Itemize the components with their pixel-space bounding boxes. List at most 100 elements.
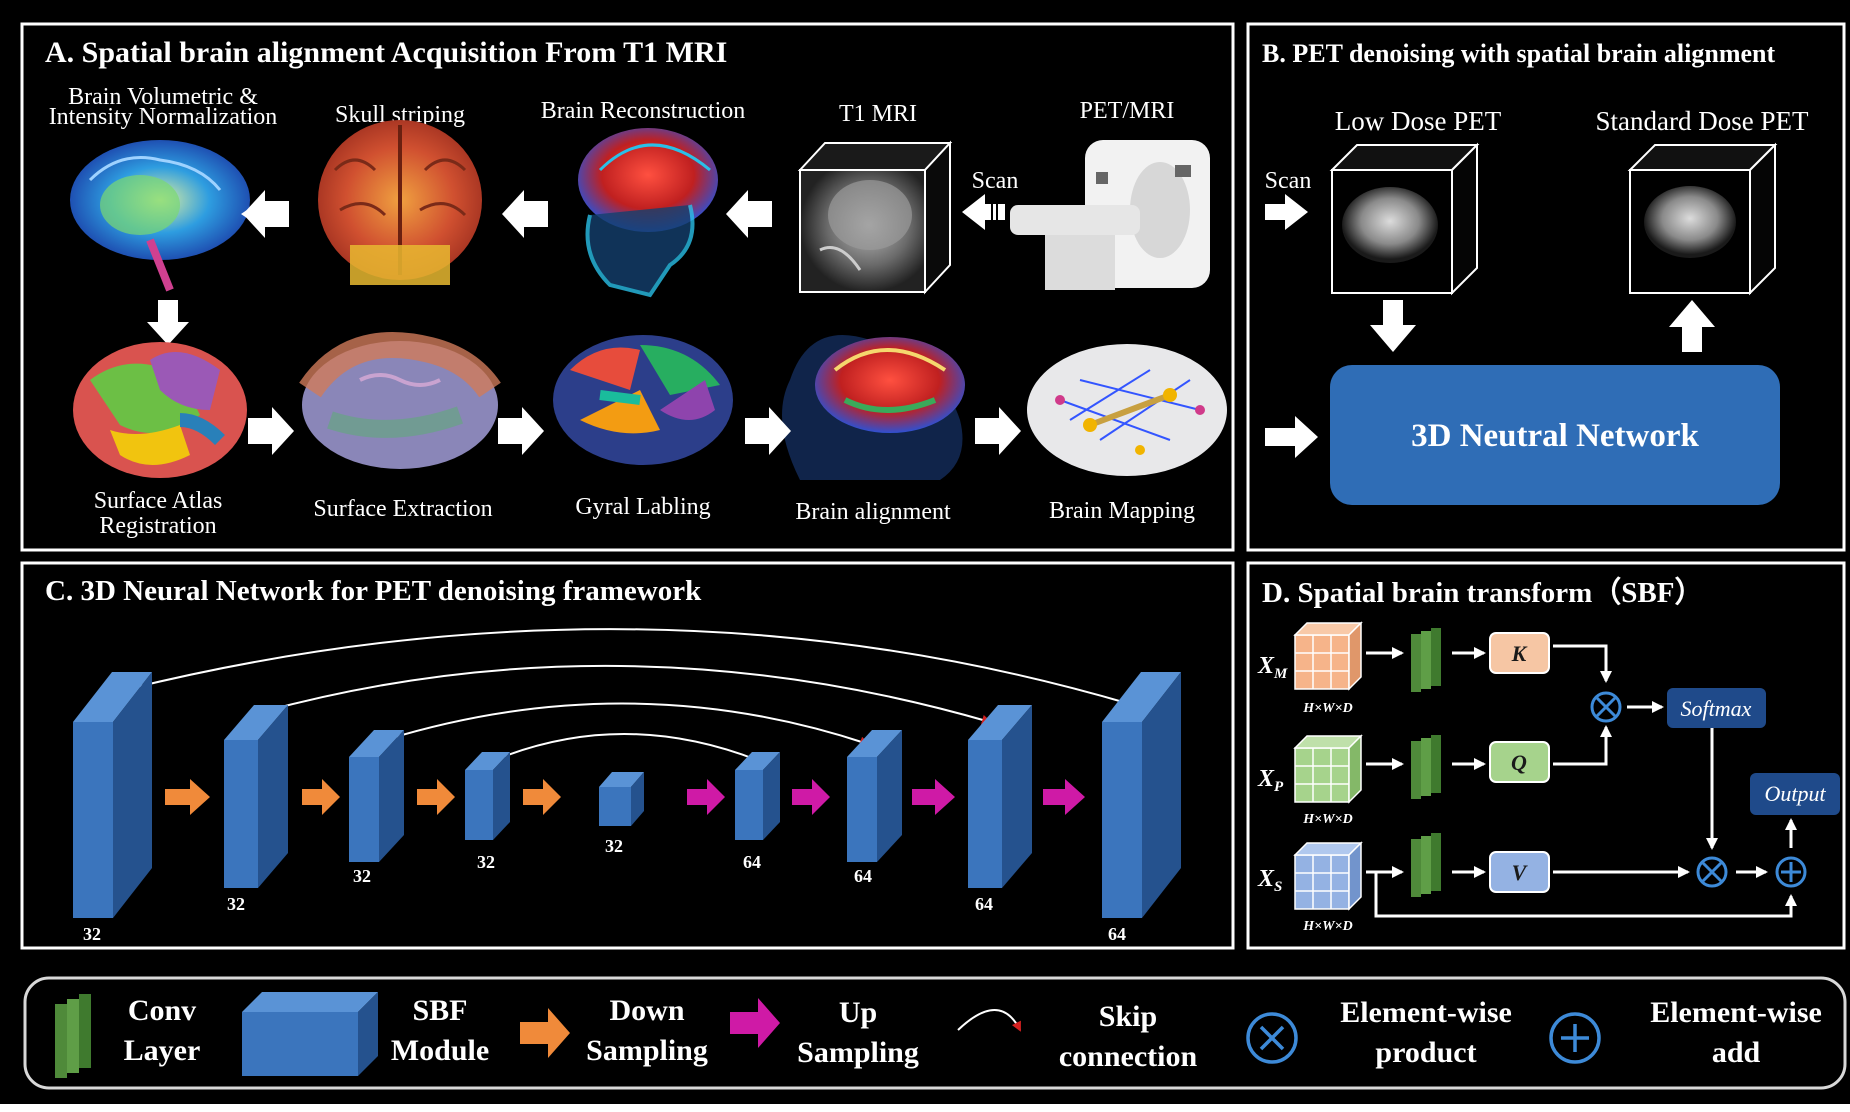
legend-prod-line2: product — [1375, 1036, 1476, 1069]
v-label: V — [1512, 860, 1529, 885]
dims-s: H×W×D — [1302, 919, 1352, 934]
panel-a-border — [20, 22, 1235, 552]
surface-atlas-image — [73, 342, 247, 478]
brain-reconstruction-image — [578, 128, 718, 298]
input-cube-p — [1293, 734, 1363, 804]
channel-label-6: 64 — [743, 852, 761, 872]
output-box — [1750, 773, 1840, 815]
input-cube-m — [1293, 621, 1363, 691]
t1-mri-cube — [797, 140, 953, 295]
label-pet-mri: PET/MRI — [1080, 98, 1175, 124]
legend-down-line2: Sampling — [586, 1034, 708, 1067]
sbf-block-9 — [1102, 672, 1181, 918]
network-box — [1330, 365, 1780, 505]
softmax-box — [1667, 688, 1766, 728]
panel-a-title: A. Spatial brain alignment Acquisition F… — [45, 36, 727, 69]
up-arrow-b — [1669, 300, 1715, 352]
legend-border — [23, 976, 1847, 1090]
gyral-labling-image — [553, 335, 733, 465]
pet-mri-scanner — [1010, 140, 1210, 290]
panel-b-border — [1246, 22, 1846, 552]
legend-up-line1: Up — [839, 996, 877, 1029]
panel-d-border — [1246, 561, 1846, 950]
element-wise-add — [1775, 856, 1807, 888]
channel-label-2: 32 — [227, 894, 245, 914]
encoder-decoder-blocks — [73, 672, 1181, 918]
legend-sbf-line1: SBF — [412, 994, 467, 1027]
channel-label-9: 64 — [1108, 924, 1126, 944]
row1-arrows — [241, 190, 1005, 238]
legend-down-line1: Down — [609, 994, 684, 1027]
label-standard-dose-pet: Standard Dose PET — [1596, 106, 1809, 136]
v-box — [1489, 851, 1550, 893]
panel-d: D. Spatial brain transform（SBF） XM XP XS… — [1246, 561, 1846, 950]
label-scan-a: Scan — [972, 168, 1019, 194]
legend-conv-line1: Conv — [128, 994, 196, 1027]
sbf-block-3 — [349, 730, 404, 862]
legend-conv-icon — [55, 994, 91, 1078]
dims-p: H×W×D — [1302, 812, 1352, 827]
legend-add-line1: Element-wise — [1650, 996, 1822, 1029]
sbf-block-6 — [735, 752, 780, 840]
label-surface-extraction: Surface Extraction — [313, 496, 492, 522]
label-brain-alignment: Brain alignment — [795, 499, 951, 525]
panel-c: C. 3D Neural Network for PET denoising f… — [20, 561, 1235, 950]
legend-skip-icon — [957, 1009, 1021, 1032]
input-arrow-b — [1265, 416, 1318, 458]
sbf-block-8 — [968, 705, 1032, 888]
k-label: K — [1511, 641, 1528, 666]
row2-arrows — [248, 407, 1021, 455]
skull-striping-image — [318, 120, 482, 285]
panel-d-title: D. Spatial brain transform（SBF） — [1262, 576, 1703, 609]
legend-add-icon — [1549, 1012, 1601, 1064]
label-scan-b: Scan — [1265, 168, 1312, 194]
label-brain-volumetric: Brain Volumetric & — [68, 84, 258, 110]
legend-sbf-line2: Module — [391, 1034, 489, 1067]
input-symbol-s: XS — [1257, 866, 1282, 895]
sbf-block-4 — [465, 752, 510, 840]
channel-label-1: 32 — [83, 924, 101, 944]
legend-skip-line1: Skip — [1099, 1000, 1157, 1033]
panel-c-title: C. 3D Neural Network for PET denoising f… — [45, 575, 702, 607]
element-wise-product-1 — [1590, 691, 1622, 723]
skip-connection-2 — [261, 664, 992, 725]
conv-layers-d — [1411, 628, 1441, 897]
input-cube-s — [1293, 841, 1363, 911]
label-low-dose-pet: Low Dose PET — [1335, 106, 1502, 136]
input-symbol-p: XP — [1257, 766, 1284, 795]
q-label: Q — [1511, 750, 1527, 775]
panel-b-title: B. PET denoising with spatial brain alig… — [1262, 39, 1775, 68]
skip-connection-3 — [384, 702, 870, 747]
sbf-block-5 — [599, 772, 644, 826]
down-sampling-arrows — [165, 779, 561, 815]
channel-label-5: 32 — [605, 836, 623, 856]
element-wise-product-2 — [1696, 856, 1728, 888]
panel-b: B. PET denoising with spatial brain alig… — [1246, 22, 1846, 552]
label-registration: Registration — [99, 513, 216, 539]
legend-add-line2: add — [1712, 1036, 1761, 1069]
legend-prod-line1: Element-wise — [1340, 996, 1512, 1029]
legend-up-line2: Sampling — [797, 1036, 919, 1069]
input-symbol-m: XM — [1257, 653, 1288, 682]
channel-label-8: 64 — [975, 894, 993, 914]
brain-volumetric-image — [70, 140, 250, 292]
down-arrow-a — [147, 300, 189, 345]
label-t1-mri: T1 MRI — [839, 101, 917, 127]
brain-alignment-image — [782, 335, 965, 480]
skip-connection-1 — [111, 628, 1132, 707]
legend-product-icon — [1246, 1012, 1298, 1064]
legend-down-arrow-icon — [520, 1008, 570, 1058]
sbf-block-7 — [847, 730, 902, 862]
panel-c-border — [20, 561, 1235, 950]
channel-label-4: 32 — [477, 852, 495, 872]
label-brain-mapping: Brain Mapping — [1049, 498, 1195, 524]
dims-m: H×W×D — [1302, 701, 1352, 716]
legend-conv-line2: Layer — [124, 1034, 201, 1067]
skip-connection-4 — [489, 733, 759, 763]
network-label: 3D Neutral Network — [1411, 418, 1699, 454]
brain-mapping-image — [1027, 344, 1227, 476]
scan-arrow-b — [1265, 194, 1308, 230]
low-dose-pet-cube — [1329, 142, 1480, 296]
up-sampling-arrows — [687, 779, 1085, 815]
